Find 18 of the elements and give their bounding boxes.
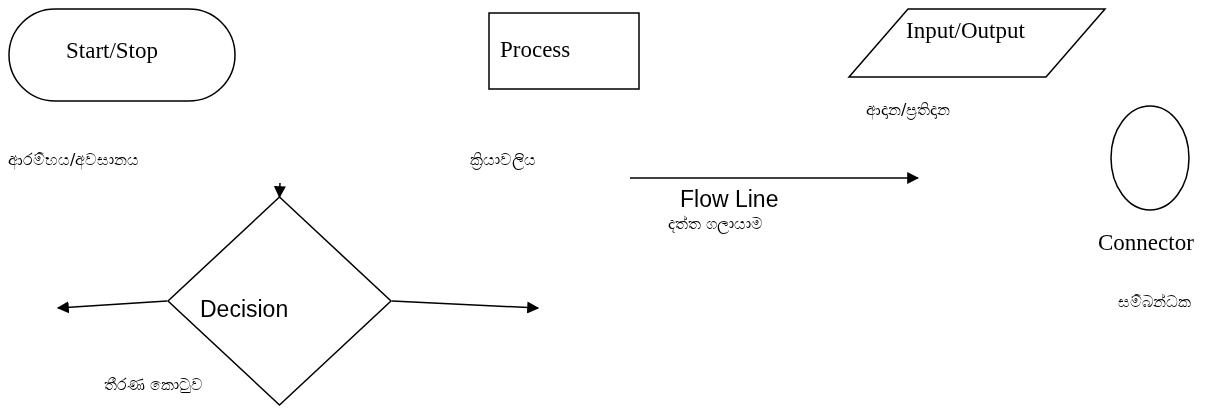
- symbol-label: Decision: [200, 296, 289, 323]
- translation-caption: ආරම්භය/අවසානය: [8, 150, 140, 169]
- connector-circle: [1110, 105, 1190, 211]
- translation-caption: ක්‍රියාවලිය: [470, 150, 536, 169]
- symbol-label: Process: [500, 37, 571, 63]
- arrow: [273, 182, 286, 199]
- translation-caption: සම්බන්ධක: [1118, 292, 1191, 311]
- input-output-parallelogram: [848, 8, 1106, 78]
- symbol-label: Start/Stop: [66, 38, 158, 64]
- arrow: [391, 300, 540, 314]
- symbol-label: Connector: [1098, 230, 1194, 256]
- arrow: [56, 300, 168, 314]
- translation-caption: තීරණ කොටුව: [104, 375, 204, 394]
- translation-caption: දත්ත ගලායාම: [668, 214, 764, 233]
- symbol-label: Input/Output: [906, 18, 1025, 44]
- translation-caption: ආදාන/ප්‍රතිදාන: [866, 100, 951, 119]
- process-box: [488, 12, 640, 90]
- symbol-label: Flow Line: [680, 186, 779, 213]
